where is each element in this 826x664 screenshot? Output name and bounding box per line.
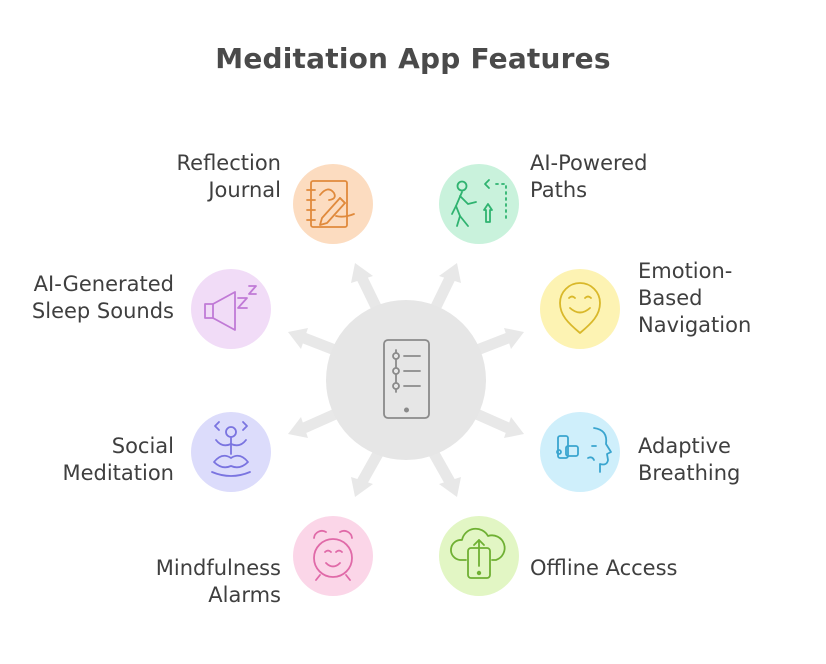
emotion-navigation-circle <box>540 269 620 349</box>
feature-social-meditation <box>191 412 271 492</box>
ai-sleep-sounds-circle <box>191 269 271 349</box>
diagram-title: Meditation App Features <box>215 42 611 75</box>
inhaler-face-icon <box>556 427 612 473</box>
label-social-meditation: Social Meditation <box>62 433 174 487</box>
adaptive-breathing-circle <box>540 412 620 492</box>
arrow-to-adaptive-breathing <box>469 406 524 438</box>
label-mindfulness-alarms: Mindfulness Alarms <box>156 555 281 609</box>
label-line: Sleep Sounds <box>31 299 174 323</box>
speaker-sleep-icon <box>204 285 257 331</box>
label-line: Paths <box>530 178 588 202</box>
label-reflection-journal: Reflection Journal <box>177 150 282 204</box>
arrow-to-emotion-navigation <box>470 328 524 358</box>
label-line: Based <box>638 286 703 310</box>
hub-circle <box>326 300 486 460</box>
feature-offline-access <box>439 516 519 596</box>
cloud-phone-icon <box>450 527 506 579</box>
feature-emotion-navigation <box>540 269 620 349</box>
smile-pin-icon <box>559 282 601 334</box>
label-line: AI-Generated <box>33 272 174 296</box>
ai-powered-paths-circle <box>439 164 519 244</box>
feature-ai-sleep-sounds <box>191 269 271 349</box>
label-line: Adaptive <box>638 434 731 458</box>
label-line: Navigation <box>638 313 752 337</box>
feature-ai-powered-paths <box>439 164 519 244</box>
label-line: Emotion- <box>638 259 733 283</box>
journal-icon <box>306 180 355 228</box>
label-line: Mindfulness <box>155 556 281 580</box>
walking-path-icon <box>451 179 507 227</box>
label-line: Alarms <box>208 583 281 607</box>
label-line: AI-Powered <box>530 151 648 175</box>
label-line: Meditation <box>62 461 174 485</box>
label-ai-powered-paths: AI-Powered Paths <box>530 150 647 204</box>
phone-checklist-icon <box>383 339 430 419</box>
reflection-journal-circle <box>293 164 373 244</box>
arrow-to-mindfulness-alarms <box>351 447 385 497</box>
feature-adaptive-breathing <box>540 412 620 492</box>
mindfulness-alarms-circle <box>293 516 373 596</box>
arrow-to-social-meditation <box>288 406 343 438</box>
hub <box>326 300 486 460</box>
arrow-to-ai-sleep-sounds <box>288 328 342 358</box>
label-line: Journal <box>208 178 281 202</box>
feature-mindfulness-alarms <box>293 516 373 596</box>
label-line: Offline Access <box>530 556 678 580</box>
label-ai-sleep-sounds: AI-Generated Sleep Sounds <box>32 271 174 325</box>
arrow-to-offline-access <box>427 447 461 497</box>
label-offline-access: Offline Access <box>530 555 677 582</box>
label-line: Breathing <box>638 461 741 485</box>
label-line: Social <box>111 434 174 458</box>
feature-reflection-journal <box>293 164 373 244</box>
alarm-clock-icon <box>313 530 353 581</box>
label-emotion-navigation: Emotion- Based Navigation <box>638 258 751 339</box>
meditating-person-icon <box>211 421 251 477</box>
label-adaptive-breathing: Adaptive Breathing <box>638 433 740 487</box>
label-line: Reflection <box>176 151 282 175</box>
